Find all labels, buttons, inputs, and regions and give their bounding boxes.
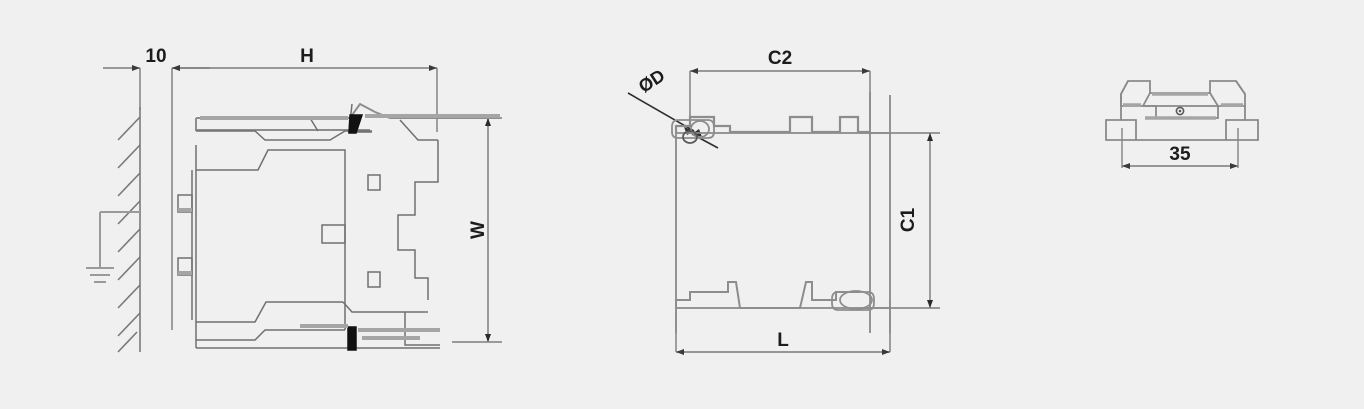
dimension-c1: C1 — [860, 132, 940, 309]
wall-hatching — [117, 107, 141, 353]
dimension-label-W: W — [468, 221, 489, 239]
din-rail-view: 35 — [1105, 80, 1259, 169]
din-rail-accents — [1123, 92, 1243, 120]
contactor-side-body — [177, 103, 440, 351]
dimension-label-H: H — [300, 46, 314, 67]
rail-screw-hole-icon — [1175, 106, 1185, 116]
dimension-rail-35: 35 — [1121, 128, 1239, 169]
dimension-label-C2: C2 — [768, 48, 792, 69]
dimension-label-35: 35 — [1169, 144, 1191, 165]
dimension-height-H: H — [172, 46, 438, 132]
mounting-hole-lower-right — [831, 290, 875, 311]
top-view-terminal-comb-lower — [675, 281, 860, 309]
contactor-side-accents — [178, 114, 500, 340]
dimension-label-C1: C1 — [898, 207, 919, 232]
dimension-c2: C2 — [689, 48, 871, 135]
dimension-l: L — [675, 300, 891, 355]
dimension-label-10: 10 — [145, 46, 166, 67]
mounting-hole-upper-left — [671, 119, 715, 144]
dimension-label-L: L — [777, 330, 789, 351]
earth-ground-icon — [86, 211, 140, 283]
side-view: 10 H W — [86, 46, 502, 353]
